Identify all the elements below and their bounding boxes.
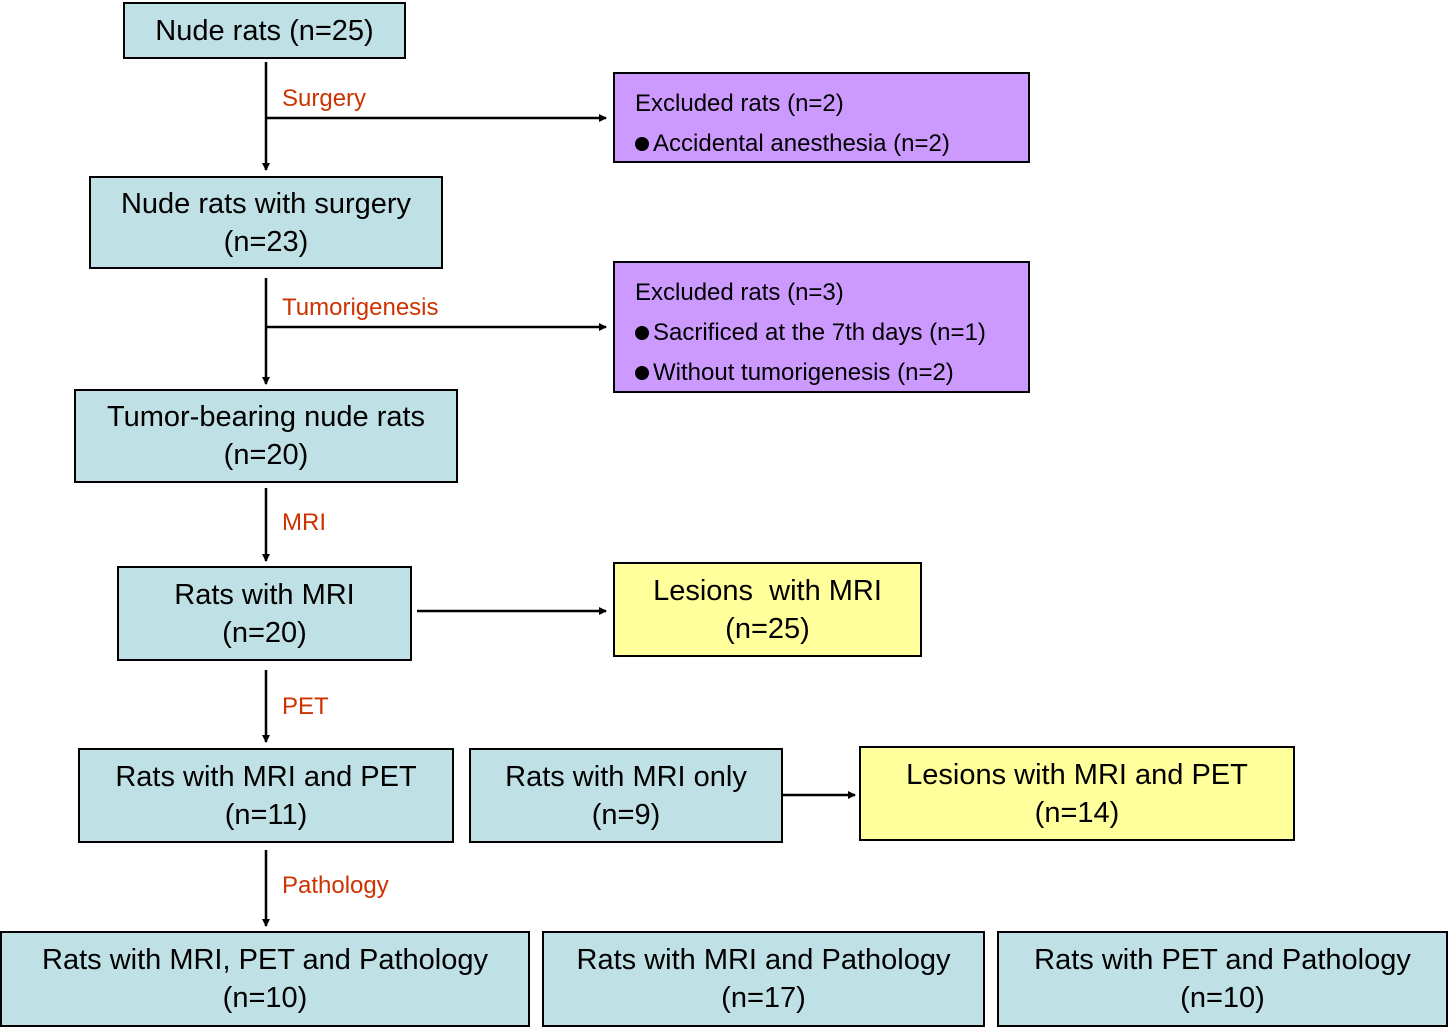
box-count: (n=20)	[223, 439, 309, 471]
box-count: (n=20)	[222, 616, 307, 649]
excluded-item: Sacrificed at the 7th days (n=1)	[635, 313, 986, 353]
box-line-1: Rats with MRI and PET	[115, 760, 417, 793]
excluded-item-text: Sacrificed at the 7th days (n=1)	[653, 319, 986, 346]
box-rats-with-pet-and-pathology: Rats with PET and Pathology (n=10)	[997, 931, 1448, 1027]
step-label-pet: PET	[282, 693, 329, 720]
box-rats-with-mri-and-pet: Rats with MRI and PET (n=11)	[78, 748, 454, 843]
box-line-1: Rats with MRI	[174, 578, 355, 611]
box-line-1: Nude rats with surgery	[120, 187, 412, 220]
box-count: (n=10)	[222, 982, 308, 1014]
box-line-1: Rats with MRI and Pathology	[576, 944, 951, 976]
box-line-1: Rats with MRI, PET and Pathology	[42, 944, 488, 976]
box-rats-with-mri-only: Rats with MRI only (n=9)	[469, 748, 783, 843]
excluded-title: Excluded rats (n=3)	[635, 279, 844, 306]
box-nude-rats-with-surgery: Nude rats with surgery (n=23)	[89, 176, 443, 269]
step-label-mri: MRI	[282, 509, 326, 536]
box-count: (n=9)	[591, 798, 661, 831]
box-line-1: Rats with PET and Pathology	[1034, 944, 1411, 976]
box-count: (n=25)	[725, 612, 810, 645]
bullet-icon	[635, 137, 649, 151]
step-label-tumorigenesis: Tumorigenesis	[282, 294, 439, 321]
box-line-1: Rats with MRI only	[505, 760, 747, 793]
step-label-pathology: Pathology	[282, 872, 389, 899]
step-label-surgery: Surgery	[282, 85, 367, 112]
box-count: (n=17)	[721, 982, 806, 1014]
bullet-icon	[635, 326, 649, 340]
excluded-item-text: Accidental anesthesia (n=2)	[653, 130, 950, 157]
box-rats-with-mri: Rats with MRI (n=20)	[117, 566, 412, 661]
box-count: (n=23)	[223, 225, 309, 258]
box-count: (n=10)	[1180, 982, 1265, 1014]
box-lesions-with-mri-and-pet: Lesions with MRI and PET (n=14)	[859, 746, 1295, 841]
box-count: (n=14)	[1034, 796, 1120, 829]
excluded-item: Accidental anesthesia (n=2)	[635, 124, 950, 164]
box-excluded-rats-1: Excluded rats (n=2) Accidental anesthesi…	[613, 72, 1030, 163]
box-line-1: Tumor-bearing nude rats	[106, 401, 426, 433]
box-lesions-with-mri: Lesions with MRI (n=25)	[613, 562, 922, 657]
excluded-item-text: Without tumorigenesis (n=2)	[653, 359, 954, 386]
box-nude-rats: Nude rats (n=25)	[123, 2, 406, 59]
box-tumor-bearing-nude-rats: Tumor-bearing nude rats (n=20)	[74, 389, 458, 483]
box-line-1: Lesions with MRI	[653, 574, 882, 607]
excluded-item: Without tumorigenesis (n=2)	[635, 353, 954, 393]
box-nude-rats-label: Nude rats (n=25)	[155, 14, 374, 47]
box-rats-with-mri-pet-and-pathology: Rats with MRI, PET and Pathology (n=10)	[0, 931, 530, 1027]
excluded-title: Excluded rats (n=2)	[635, 90, 844, 117]
box-excluded-rats-2: Excluded rats (n=3) Sacrificed at the 7t…	[613, 261, 1030, 393]
box-rats-with-mri-and-pathology: Rats with MRI and Pathology (n=17)	[542, 931, 985, 1027]
box-count: (n=11)	[224, 798, 308, 831]
box-line-1: Lesions with MRI and PET	[906, 758, 1248, 791]
bullet-icon	[635, 366, 649, 380]
